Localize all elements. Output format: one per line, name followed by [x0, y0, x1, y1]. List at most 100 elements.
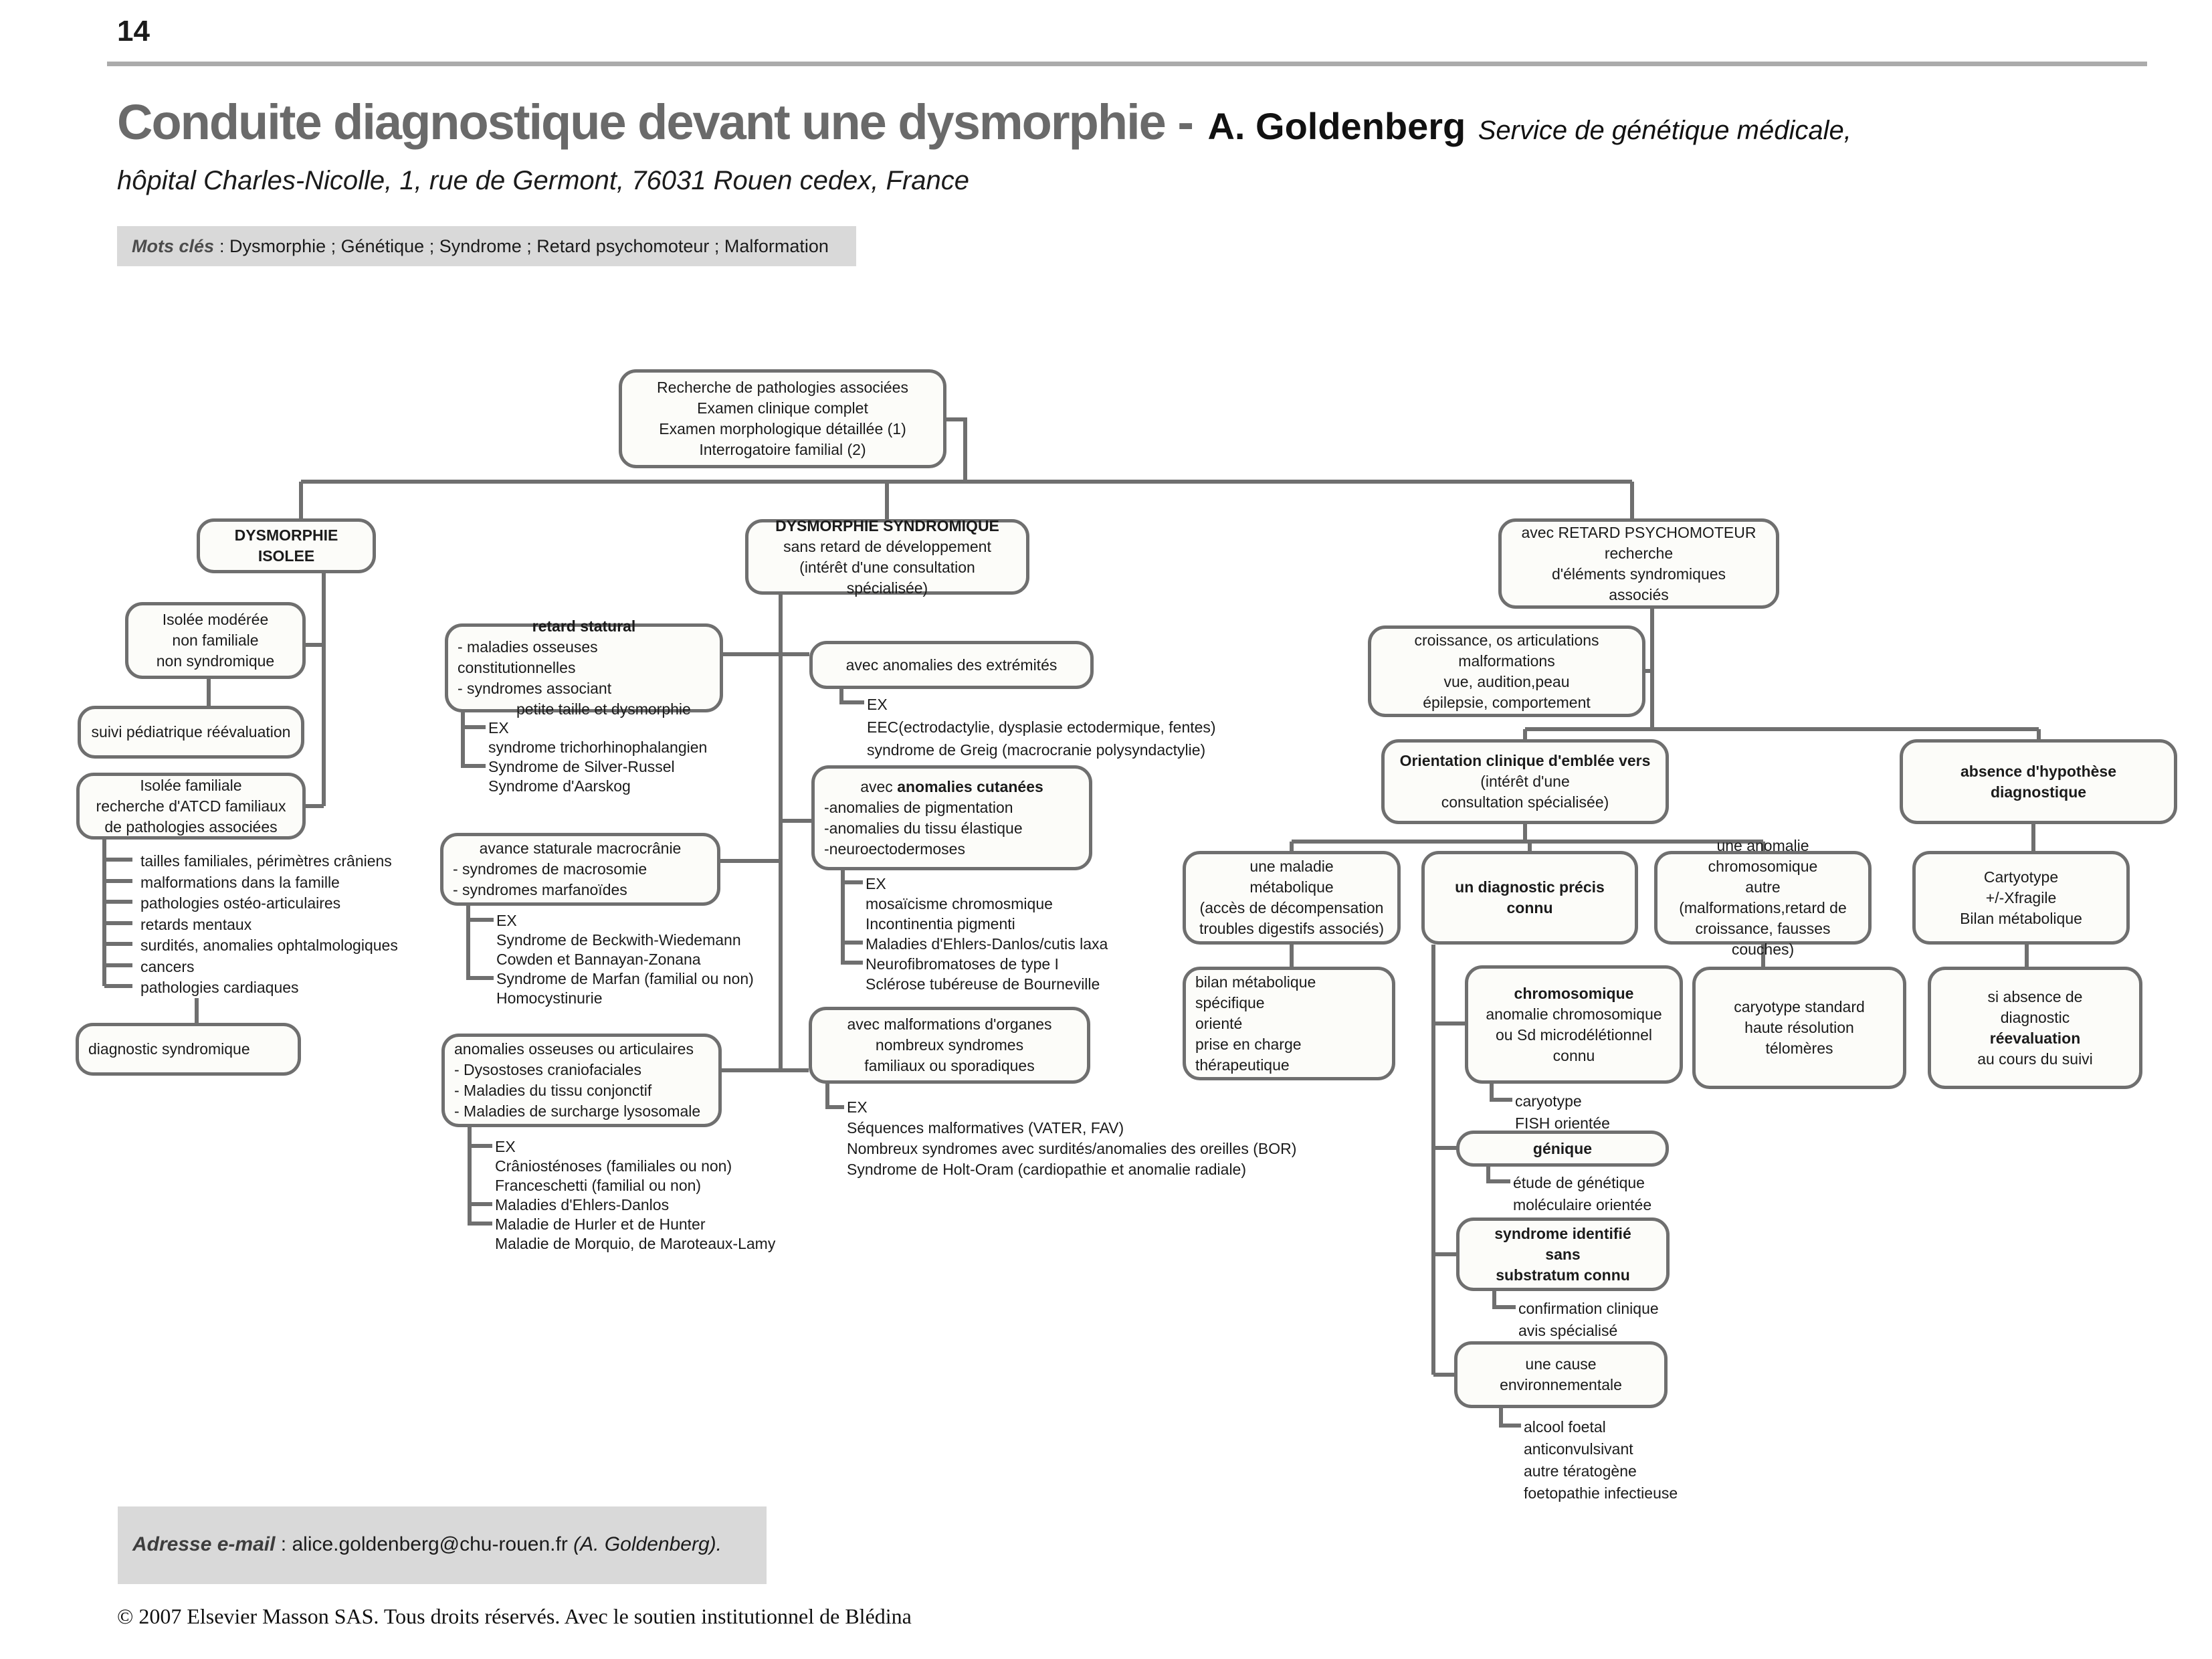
box-dys-syndromique: DYSMORPHIE SYNDROMIQUE sans retard de dév…	[745, 516, 1029, 597]
box-line: Orientation clinique d'emblée vers	[1399, 752, 1651, 769]
list-item: caryotype	[1515, 1092, 1582, 1110]
box-line: DYSMORPHIE SYNDROMIQUE	[775, 516, 999, 534]
box-line: substratum connu	[1496, 1266, 1630, 1284]
box-anomalies-osseuses: anomalies osseuses ou articulaires- Dyso…	[441, 1034, 722, 1127]
keywords-bar: Mots clés : Dysmorphie ; Génétique ; Syn…	[117, 226, 856, 266]
list-item: Syndrome de Beckwith-Wiedemann	[496, 931, 741, 949]
box-line: télomères	[1765, 1040, 1833, 1057]
box-line: - syndromes marfanoïdes	[453, 881, 627, 898]
box-line: +/-Xfragile	[1985, 888, 2057, 906]
list-item: Syndrome de Marfan (familial ou non)	[496, 970, 754, 987]
box-cause-env: une cause environnementale	[1454, 1341, 1668, 1408]
list-item: moléculaire orientée	[1513, 1196, 1652, 1213]
copyright-line: © 2007 Elsevier Masson SAS. Tous droits …	[117, 1604, 912, 1628]
box-line: - Maladies de surcharge lysosomale	[454, 1102, 701, 1120]
box-line: Examen clinique complet	[697, 399, 868, 417]
box-genique: génique	[1456, 1131, 1669, 1167]
list-item: Maladies d'Ehlers-Danlos	[495, 1196, 670, 1213]
box-line: -neuroectodermoses	[824, 840, 965, 858]
list-item: EX	[867, 696, 888, 713]
box-orientation: Orientation clinique d'emblée vers(intér…	[1381, 739, 1669, 824]
list-item: Franceschetti (familial ou non)	[495, 1177, 702, 1194]
box-diagnostic-syndromique: diagnostic syndromique	[76, 1023, 301, 1076]
list-item: EX	[495, 1138, 516, 1155]
list-item: anticonvulsivant	[1524, 1440, 1633, 1458]
list-item: EX	[847, 1098, 868, 1116]
list-ex-etude: étude de génétique moléculaire orientée	[1513, 1172, 1651, 1216]
box-retard-statural: retard statural- maladies osseuses const…	[445, 617, 723, 718]
box-line: (intérêt d'une consultation spécialisée)	[799, 558, 975, 597]
box-line: suivi pédiatrique réévaluation	[91, 723, 291, 741]
box-si-absence: si absence de diagnostic réevaluation au co…	[1928, 967, 2142, 1089]
box-absence: absence d'hypothèse diagnostique	[1900, 739, 2177, 824]
box-line: épilepsie, comportement	[1423, 693, 1591, 711]
box-line: Isolée modérée	[162, 611, 269, 628]
header-rule	[107, 62, 2147, 66]
list-item: Séquences malformatives (VATER, FAV)	[847, 1119, 1124, 1137]
box-line: syndrome identifié	[1494, 1224, 1631, 1242]
box-line: avec malformations d'organes	[847, 1015, 1052, 1033]
list-item: Maladie de Hurler et de Hunter	[495, 1215, 706, 1233]
box-line: vue, audition,peau	[1443, 672, 1570, 690]
box-line: avance staturale macrocrânie	[479, 840, 682, 857]
list-item: étude de génétique	[1513, 1174, 1645, 1191]
box-line: anomalie chromosomique	[1486, 1005, 1662, 1023]
box-line: réevaluation	[1989, 1029, 2081, 1047]
title-affiliation: Service de génétique médicale,	[1478, 116, 1851, 145]
box-line: si absence de	[1987, 987, 2083, 1005]
box-line: diagnostic	[2000, 1008, 2070, 1026]
box-line: -anomalies de pigmentation	[824, 798, 1013, 816]
list-item: pathologies ostéo-articulaires	[140, 894, 341, 912]
page-number: 14	[117, 15, 150, 47]
box-line: (accès de décompensation	[1199, 899, 1384, 916]
box-line: sans	[1545, 1245, 1581, 1263]
box-line: un diagnostic précis connu	[1455, 878, 1605, 916]
box-line: absence d'hypothèse diagnostique	[1960, 762, 2116, 801]
box-line: caryotype standard	[1734, 998, 1865, 1015]
list-item: Syndrome de Holt-Oram (cardiopathie et a…	[847, 1161, 1247, 1178]
box-line: métabolique	[1249, 878, 1334, 896]
list-item: FISH orientée	[1515, 1114, 1610, 1132]
box-line: - Dysostoses craniofaciales	[454, 1061, 641, 1078]
box-line: consultation spécialisée)	[1441, 793, 1609, 811]
box-line: associés	[1609, 585, 1669, 603]
title-author: A. Goldenberg	[1207, 105, 1466, 147]
box-line: avec RETARD PSYCHOMOTEUR	[1521, 523, 1756, 541]
list-item: EX	[488, 719, 509, 737]
box-avance-staturale: avance staturale macrocrânie - syndromes …	[440, 833, 720, 906]
box-line: - syndromes de macrosomie	[453, 860, 647, 878]
list-item: avis spécialisé	[1518, 1322, 1618, 1339]
list-item: pathologies cardiaques	[140, 979, 299, 996]
box-line: sans retard de développement	[783, 537, 991, 555]
box-line: une cause environnementale	[1500, 1355, 1622, 1393]
list-item: syndrome de Greig (macrocranie polysynda…	[867, 741, 1206, 759]
box-dys-isolee: DYSMORPHIE ISOLEE	[197, 518, 376, 573]
box-line: au cours du suivi	[1977, 1050, 2093, 1068]
list-item: Homocystinurie	[496, 989, 603, 1007]
email-box: Adresse e-mail : alice.goldenberg@chu-ro…	[118, 1506, 767, 1584]
box-diagnostic-precis: un diagnostic précis connu	[1421, 851, 1638, 945]
list-item: retards mentaux	[140, 915, 252, 933]
box-line: une maladie	[1249, 858, 1334, 875]
box-line: non familiale	[172, 631, 259, 649]
box-line: recherche d'ATCD familiaux	[96, 797, 286, 815]
box-line: - maladies osseuses constitutionnelles	[458, 638, 598, 676]
box-line: nombreux syndromes	[875, 1036, 1024, 1054]
list-item: Incontinentia pigmenti	[866, 915, 1015, 933]
list-item: cancers	[140, 957, 195, 975]
list-item: tailles familiales, périmètres crâniens	[140, 852, 392, 870]
box-line: Bilan métabolique	[1960, 909, 2082, 927]
box-line: orienté	[1195, 1014, 1243, 1032]
box-line: (malformations,retard de	[1679, 899, 1847, 916]
